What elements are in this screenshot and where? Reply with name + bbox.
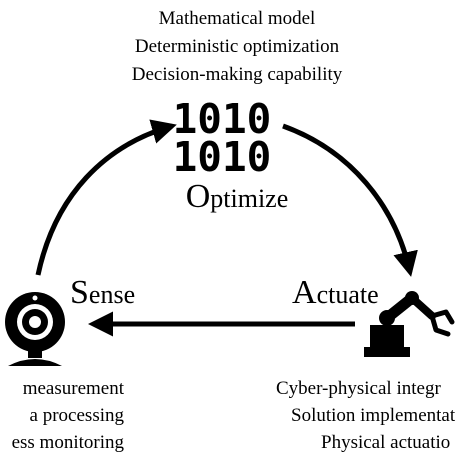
actuate-feature-3: Physical actuatio (321, 432, 451, 453)
sense-feature-3: ess monitoring (11, 432, 124, 453)
optimize-label-initial: O (185, 178, 211, 215)
sense-label: Sense (70, 274, 135, 312)
optimize-feature-1: Mathematical model (158, 8, 316, 29)
optimize-feature-3: Decision-making capability (131, 64, 343, 85)
optimize-label-rest: ptimize (210, 184, 289, 213)
actuate-label: Actuate (292, 274, 379, 312)
robot-arm-icon (364, 291, 455, 357)
sense-to-optimize-arrow (35, 119, 177, 276)
binary-line-2: 1010 (173, 133, 272, 181)
sense-label-rest: ense (88, 280, 136, 309)
actuate-feature-2: Solution implementat (291, 405, 456, 426)
sense-label-initial: S (70, 274, 89, 311)
actuate-feature-1: Cyber-physical integr (276, 378, 441, 399)
optimize-to-actuate-arrow (282, 123, 418, 277)
optimize-feature-2: Deterministic optimization (134, 36, 340, 57)
actuate-label-rest: ctuate (316, 280, 379, 309)
optimize-label: Optimize (0, 178, 474, 216)
sense-feature-1: measurement (22, 378, 124, 399)
actuate-label-initial: A (292, 274, 317, 311)
binary-line-1: 1010 (173, 95, 272, 143)
webcam-sensor-icon (5, 292, 65, 366)
sense-feature-2: a processing (29, 405, 124, 426)
